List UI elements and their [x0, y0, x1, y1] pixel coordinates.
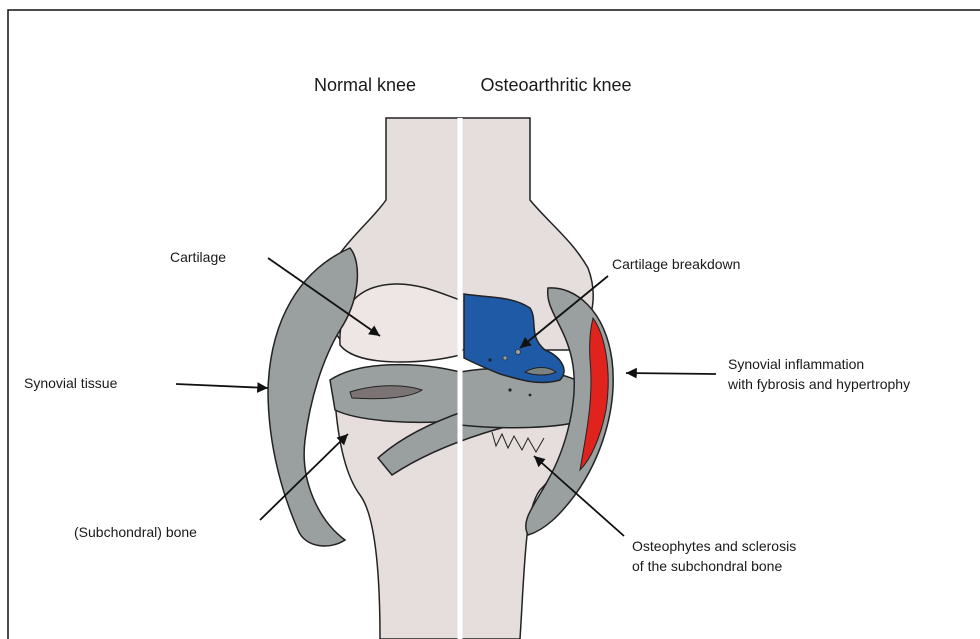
label-osteophytes-1: Osteophytes and sclerosis — [632, 538, 796, 554]
label-cartilage: Cartilage — [170, 249, 226, 265]
cartilage-normal — [340, 284, 460, 362]
arrow-synovial-tissue — [176, 384, 268, 388]
label-synovial-tissue: Synovial tissue — [24, 375, 118, 391]
label-synovial-inflammation-1: Synovial inflammation — [728, 356, 864, 372]
label-subchondral-bone: (Subchondral) bone — [74, 524, 197, 540]
heading-normal-knee: Normal knee — [314, 75, 416, 95]
heading-oa-knee: Osteoarthritic knee — [480, 75, 631, 95]
label-osteophytes-2: of the subchondral bone — [632, 558, 782, 574]
label-cartilage-breakdown: Cartilage breakdown — [612, 256, 740, 272]
label-synovial-inflammation-2: with fybrosis and hypertrophy — [727, 376, 910, 392]
arrow-synovial-inflammation — [626, 373, 716, 374]
